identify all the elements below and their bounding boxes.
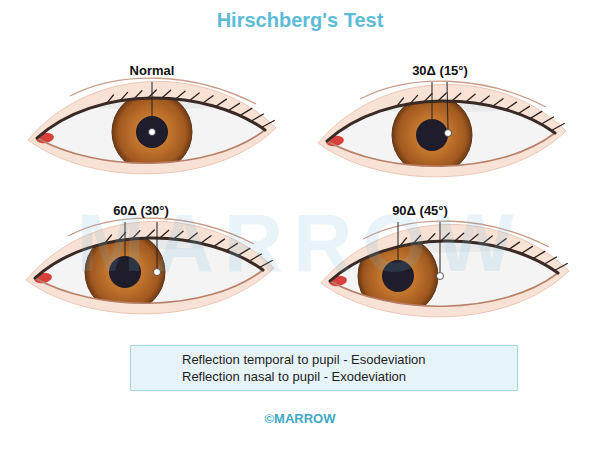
eyelash [238,248,250,255]
eyelash [521,246,532,253]
watermark: MARROW [76,196,523,290]
eyelash [554,263,567,270]
eyelash [518,106,529,113]
eye-opening [327,75,555,175]
leader-line [398,222,399,272]
eye-label: 60Δ (30°) [113,203,169,218]
note-box: Reflection temporal to pupil - Esodeviat… [130,345,518,391]
lower-lid [330,273,558,306]
copyright: ©MARROW [265,411,336,426]
leader-line [440,222,441,272]
eyelash [226,243,237,250]
corneal-reflex [445,130,452,137]
eye-opening [37,72,265,172]
eyelash [228,103,239,110]
eyelash [259,260,272,267]
corneal-reflex [149,129,156,136]
eyelash [261,120,274,127]
eye [28,72,276,174]
leader-line [125,222,126,268]
lower-lid [35,270,263,303]
eye [26,212,274,314]
leader-line [152,82,153,128]
eyelash [251,114,263,121]
eyelash [240,108,252,115]
note-text: Reflection temporal to pupil - Esodeviat… [182,351,505,368]
eyelash [214,239,225,246]
leader-line [157,222,158,268]
corneal-reflex [437,273,444,280]
eye [318,75,566,177]
eyelash [216,99,227,106]
eyelash [249,254,261,261]
upper-lid [35,238,263,278]
upper-lid [330,241,558,281]
eyelash [541,117,553,124]
eyelash [551,123,564,130]
eyelash [509,242,520,249]
lid-shadow [330,215,558,253]
lower-lid [327,133,555,166]
eye-opening [35,212,263,312]
eye [321,215,569,317]
leader-line [432,82,433,131]
upper-lid [37,98,265,138]
eyelash [544,257,556,264]
title: Hirschberg's Test [217,9,384,32]
eye-label: 90Δ (45°) [392,203,448,218]
corneal-reflex [154,269,161,276]
lower-lid [37,130,265,163]
leader-line [447,82,448,129]
upper-lid [327,101,555,141]
eye-opening [330,215,558,316]
eyelash [533,251,545,258]
eyelash [530,111,542,118]
eye-label: 30Δ (15°) [412,63,468,78]
eyelash [506,102,517,109]
note-text: Reflection nasal to pupil - Exodeviation [182,368,505,385]
eye-label: Normal [130,63,175,78]
